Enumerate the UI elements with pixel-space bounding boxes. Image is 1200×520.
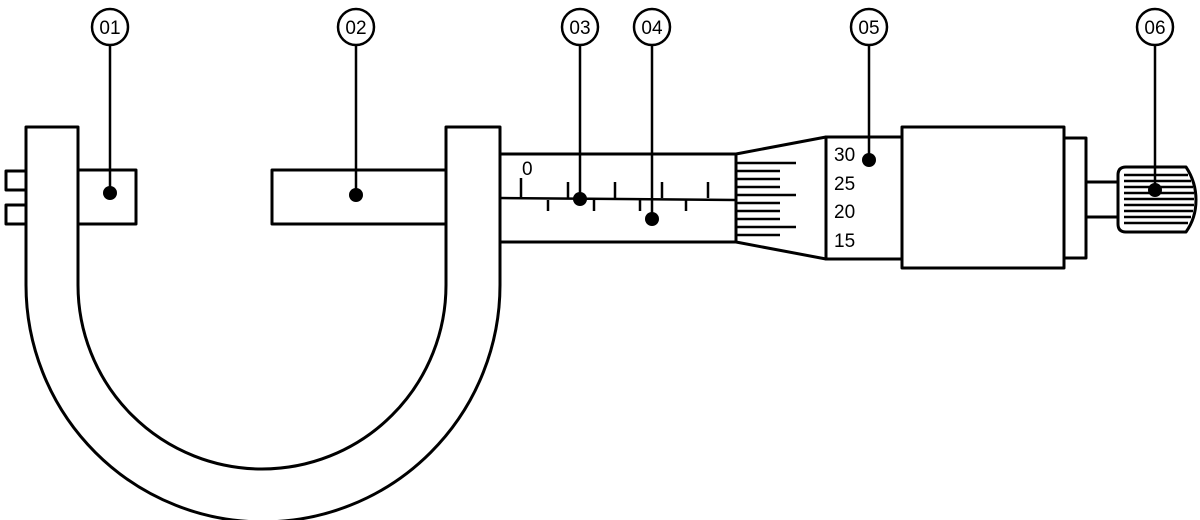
frame (24, 125, 502, 520)
ratchet-knob (1116, 165, 1198, 234)
callout-label-04: 04 (641, 18, 663, 39)
callout-label-06: 06 (1144, 18, 1165, 39)
thimble-cap (1062, 136, 1088, 260)
callout-01: 01 (90, 7, 130, 200)
callout-02: 02 (336, 7, 376, 202)
callout-05: 05 (849, 7, 889, 167)
ratchet-neck (1084, 180, 1120, 219)
callout-label-05: 05 (858, 18, 879, 39)
thimble: 30 25 20 15 (734, 135, 904, 261)
thimble-label-20: 20 (834, 202, 855, 223)
callout-06: 06 (1135, 7, 1175, 197)
callout-marker-01 (103, 186, 117, 200)
callout-label-02: 02 (345, 18, 366, 39)
thimble-label-15: 15 (834, 231, 855, 252)
sleeve: 0 (498, 152, 738, 244)
callout-marker-04 (645, 212, 659, 226)
callout-label-03: 03 (569, 18, 590, 39)
thimble-label-30: 30 (834, 145, 855, 166)
callout-marker-05 (862, 153, 876, 167)
callout-marker-02 (349, 188, 363, 202)
thimble-label-25: 25 (834, 174, 855, 195)
callout-marker-06 (1148, 183, 1162, 197)
callout-04: 04 (632, 7, 672, 226)
callout-marker-03 (573, 192, 587, 206)
sleeve-datum-line (499, 196, 737, 202)
callout-03: 03 (560, 7, 600, 206)
callout-label-01: 01 (99, 18, 120, 39)
sleeve-zero-label: 0 (522, 159, 533, 180)
thimble-body (900, 125, 1066, 270)
